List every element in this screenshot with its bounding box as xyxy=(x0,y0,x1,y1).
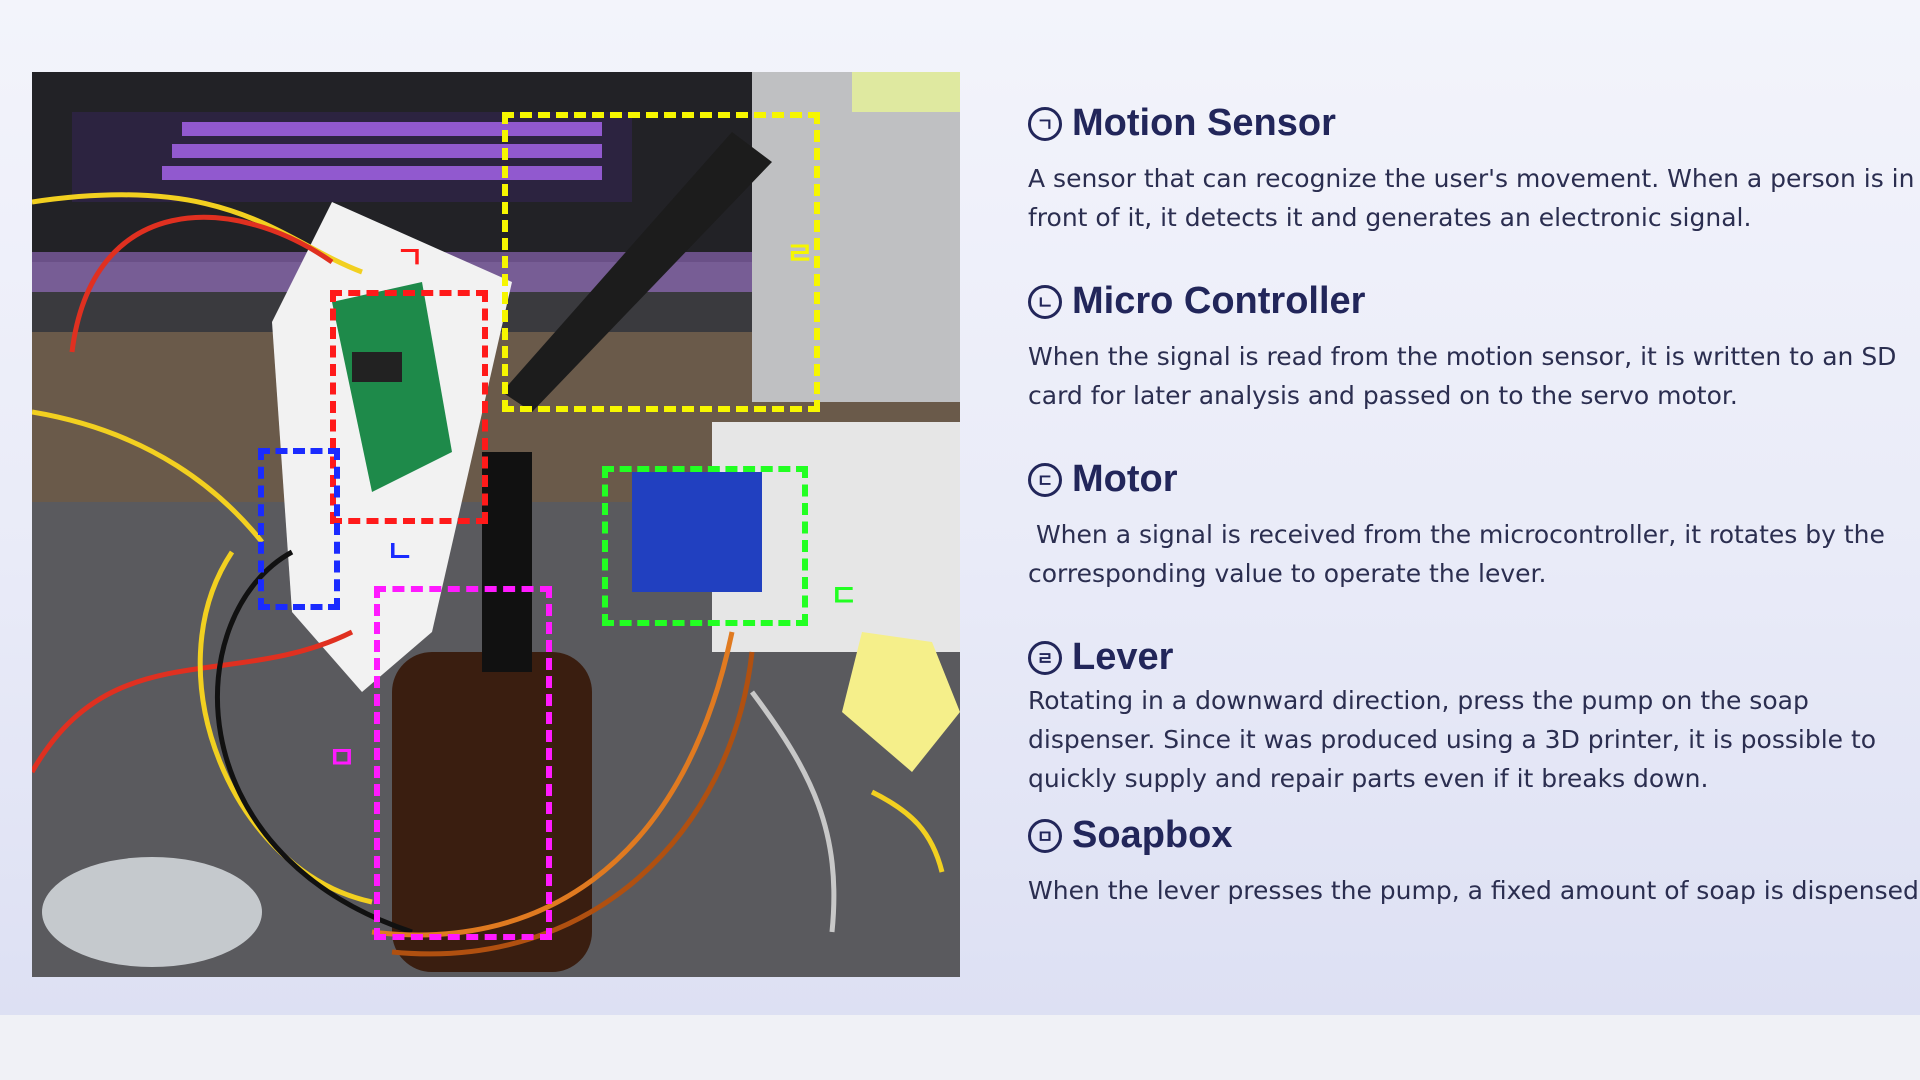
section-description: Rotating in a downward direction, press … xyxy=(1028,686,1877,793)
callout-box-lever xyxy=(502,112,820,412)
section-description: When the lever presses the pump, a fixed… xyxy=(1028,876,1920,905)
section-title: Soapbox xyxy=(1072,814,1233,856)
callout-marker-motor: ㄷ xyxy=(830,579,858,614)
section-lever: ㄹ Lever Rotating in a downward direction… xyxy=(1028,636,1920,798)
callout-marker-lever: ㄹ xyxy=(786,237,814,272)
section-micro-controller: ㄴ Micro Controller When the signal is re… xyxy=(1028,280,1920,415)
section-title-row: ㄹ Lever xyxy=(1028,636,1920,679)
section-title: Micro Controller xyxy=(1072,280,1366,322)
callout-marker-soapbox: ㅁ xyxy=(328,741,356,776)
korean-letter-badge-icon: ㅁ xyxy=(1028,818,1062,853)
slide: ㄱ ㄴ ㄷ ㄹ ㅁ ㄱ Motion Sensor A sensor that … xyxy=(0,0,1920,1015)
korean-letter-badge-icon: ㄹ xyxy=(1028,640,1062,675)
section-title-row: ㅁ Soapbox xyxy=(1028,814,1920,857)
section-description: When the signal is read from the motion … xyxy=(1028,342,1897,410)
section-title-row: ㄴ Micro Controller xyxy=(1028,280,1920,323)
korean-letter-badge-icon: ㄷ xyxy=(1028,462,1062,497)
korean-letter-badge-icon: ㄴ xyxy=(1028,284,1062,319)
section-motion-sensor: ㄱ Motion Sensor A sensor that can recogn… xyxy=(1028,102,1920,237)
section-description: A sensor that can recognize the user's m… xyxy=(1028,164,1915,232)
section-description: When a signal is received from the micro… xyxy=(1028,520,1885,588)
photo-illustration xyxy=(32,72,960,977)
callout-marker-motion-sensor: ㄱ xyxy=(396,241,424,276)
bottom-strip xyxy=(0,1015,1920,1080)
callout-box-micro-controller xyxy=(258,448,340,610)
callout-box-motion-sensor xyxy=(330,290,488,524)
section-title: Lever xyxy=(1072,636,1174,678)
section-title-row: ㄷ Motor xyxy=(1028,458,1920,501)
section-title: Motion Sensor xyxy=(1072,102,1336,144)
callout-box-soapbox xyxy=(374,586,552,940)
section-soapbox: ㅁ Soapbox When the lever presses the pum… xyxy=(1028,814,1920,910)
korean-letter-badge-icon: ㄱ xyxy=(1028,106,1062,141)
callout-box-motor xyxy=(602,466,808,626)
prototype-photo: ㄱ ㄴ ㄷ ㄹ ㅁ xyxy=(32,72,960,977)
callout-marker-micro-controller: ㄴ xyxy=(386,535,414,570)
section-title-row: ㄱ Motion Sensor xyxy=(1028,102,1920,145)
section-title: Motor xyxy=(1072,458,1178,500)
section-motor: ㄷ Motor When a signal is received from t… xyxy=(1028,458,1920,593)
